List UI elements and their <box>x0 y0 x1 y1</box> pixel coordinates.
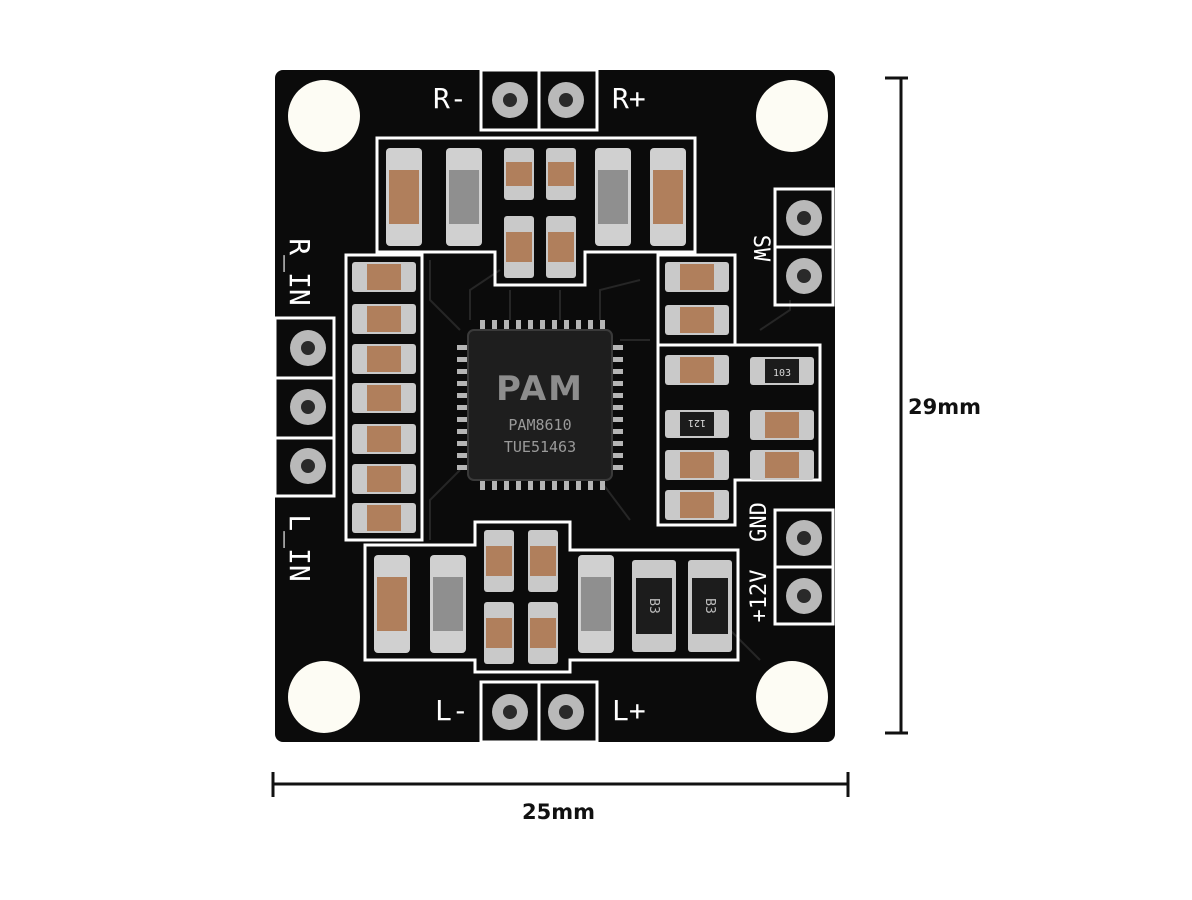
pin-label-12v: +12V <box>747 570 772 623</box>
pin-pads <box>290 82 822 730</box>
pin-label-r-minus: R- <box>433 82 467 115</box>
resistor-marking: 121 <box>688 417 706 428</box>
mounting-hole <box>288 661 360 733</box>
diode-marking: B3 <box>702 598 717 614</box>
pin-label-sw: SW <box>748 235 773 262</box>
chip-logo: PAM <box>496 369 584 409</box>
ic-chip <box>457 320 623 490</box>
chip-model: PAM8610 <box>508 416 571 434</box>
mounting-hole <box>756 661 828 733</box>
pin-label-l-in: L_IN <box>282 514 316 581</box>
pin-label-l-minus: L- <box>435 694 469 727</box>
diode-marking: B3 <box>646 598 661 614</box>
mounting-hole <box>756 80 828 152</box>
smd-components <box>352 148 814 664</box>
width-dimension-line <box>271 772 850 797</box>
header-pins <box>273 68 835 744</box>
mounting-hole <box>288 80 360 152</box>
pin-label-r-plus: R+ <box>612 82 646 115</box>
width-dimension-label: 25mm <box>522 800 595 824</box>
mounting-holes <box>288 80 828 733</box>
pin-label-l-plus: L+ <box>612 694 646 727</box>
pin-label-r-in: R_IN <box>282 238 316 305</box>
height-dimension-line <box>885 76 908 735</box>
pin-label-gnd: GND <box>747 502 772 542</box>
height-dimension-label: 29mm <box>908 395 981 419</box>
silkscreen-outlines <box>344 136 822 674</box>
resistor-marking: 103 <box>773 368 791 379</box>
chip-batch: TUE51463 <box>504 438 576 456</box>
